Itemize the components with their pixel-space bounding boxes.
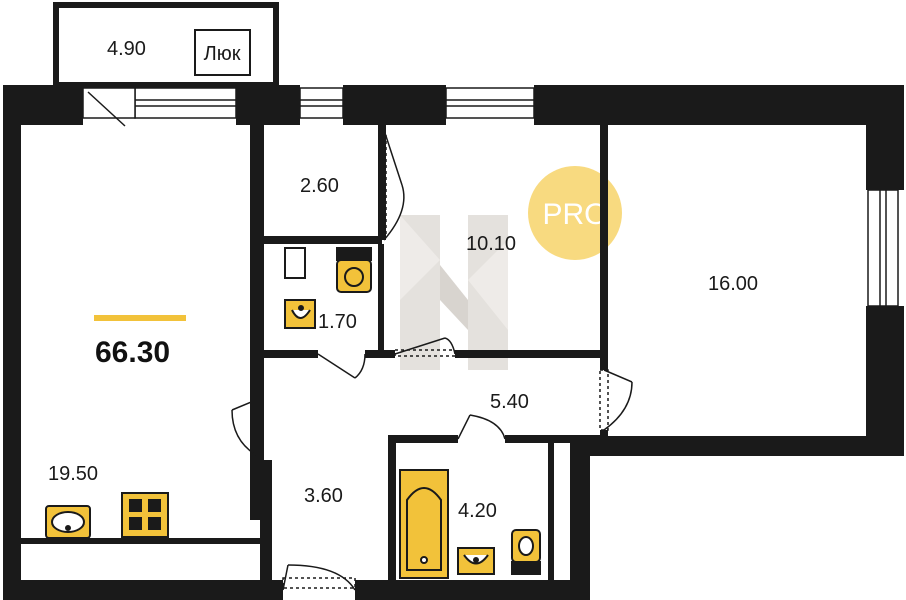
room-area-bathroom: 4.20 — [458, 500, 497, 522]
room-area-hallway: 3.60 — [304, 485, 343, 507]
window-icon — [299, 87, 344, 119]
door-swing-icon — [599, 369, 633, 431]
doors — [231, 129, 633, 591]
room-labels: 4.90 19.50 2.60 1.70 10.10 16.00 5.40 3.… — [48, 38, 758, 522]
door-swing-icon — [282, 564, 356, 591]
total-area: 66.30 — [95, 336, 170, 369]
balcony-door-icon — [82, 87, 136, 127]
stove-icon — [121, 492, 169, 538]
total-area-accent-bar — [94, 315, 186, 321]
window-icon — [867, 189, 899, 307]
pro-badge-label: PRO — [542, 198, 607, 231]
room-area-kitchen: 10.10 — [466, 233, 516, 255]
outer-walls — [3, 85, 904, 600]
fixtures — [45, 247, 541, 579]
watermark-logo — [400, 215, 508, 370]
room-area-wc: 1.70 — [318, 311, 357, 333]
window-icon — [445, 87, 535, 119]
door-swing-icon — [231, 399, 262, 461]
sink-icon — [284, 299, 316, 329]
door-swing-icon — [379, 129, 405, 241]
bathtub-icon — [399, 469, 449, 579]
sink-icon — [457, 547, 495, 575]
room-area-bedroom: 16.00 — [708, 273, 758, 295]
window-icon — [134, 87, 237, 119]
pro-badge: PRO — [528, 166, 622, 260]
windows — [82, 87, 899, 307]
sink-icon — [45, 505, 91, 539]
hatch-label: Люк — [204, 43, 241, 65]
shower-icon — [284, 247, 306, 279]
balcony: Люк — [53, 2, 279, 88]
room-area-living-room: 19.50 — [48, 463, 98, 485]
toilet-icon — [336, 247, 372, 293]
room-area-corridor: 5.40 — [490, 391, 529, 413]
door-swing-icon — [394, 337, 456, 357]
door-swing-icon — [457, 414, 506, 440]
toilet-icon — [511, 529, 541, 575]
room-area-pantry: 2.60 — [300, 175, 339, 197]
room-area-balcony: 4.90 — [107, 38, 146, 60]
door-swing-icon — [317, 353, 366, 379]
hatch-box — [194, 29, 251, 76]
